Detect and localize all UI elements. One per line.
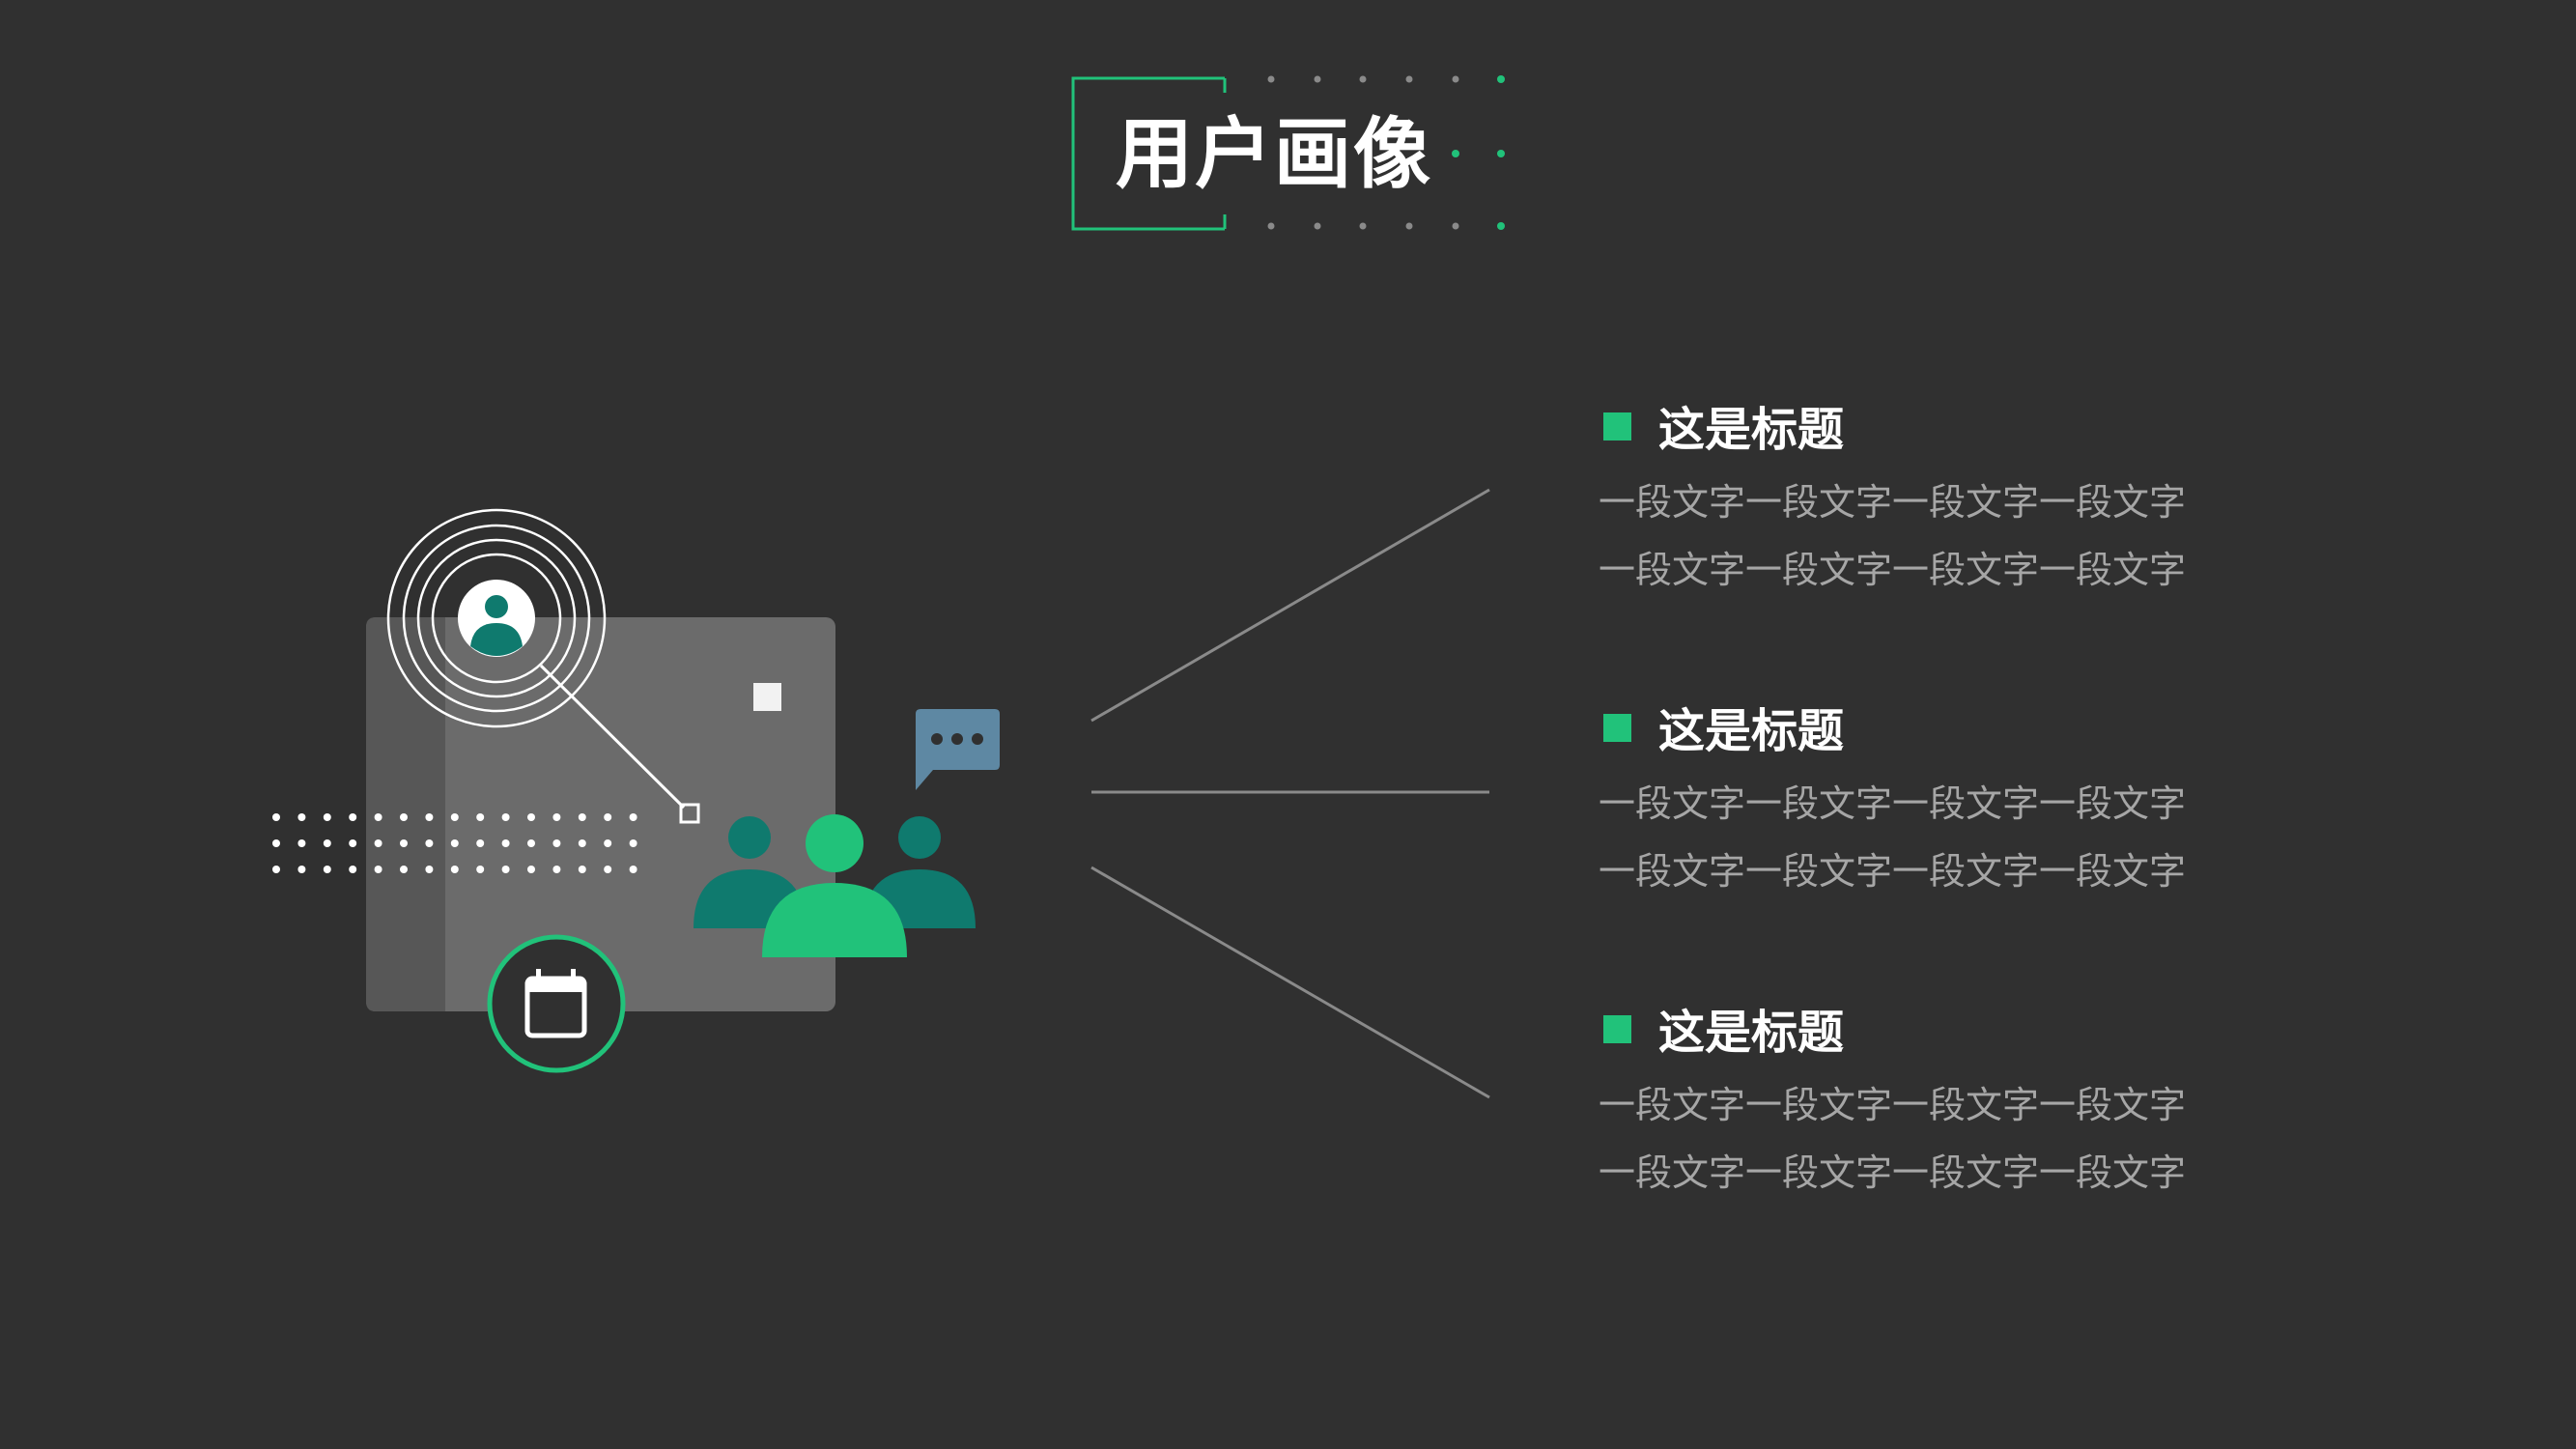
grid-dot xyxy=(400,839,408,847)
grid-dot xyxy=(297,839,306,847)
grid-dot xyxy=(578,813,586,821)
grid-dot xyxy=(501,839,510,847)
grid-dot xyxy=(578,839,586,847)
grid-dot xyxy=(527,813,535,821)
grid-dot xyxy=(400,813,408,821)
grid-dot xyxy=(425,813,434,821)
grid-dot xyxy=(323,866,331,873)
item-text-line: 一段文字一段文字一段文字一段文字 xyxy=(1599,1084,2187,1126)
grid-dot xyxy=(272,813,280,821)
grid-dot xyxy=(349,839,357,847)
grid-dot xyxy=(323,839,331,847)
calendar-icon xyxy=(487,934,626,1073)
grid-dot xyxy=(476,866,485,873)
grid-dot xyxy=(297,866,306,873)
user-profile-illustration xyxy=(272,508,1000,1073)
green-square-marker xyxy=(1603,412,1631,440)
item-text-line: 一段文字一段文字一段文字一段文字 xyxy=(1599,850,2187,893)
item-text-line: 一段文字一段文字一段文字一段文字 xyxy=(1599,782,2187,825)
grid-dot xyxy=(501,813,510,821)
grid-dot xyxy=(400,866,408,873)
grid-dot xyxy=(272,866,280,873)
grid-dot xyxy=(629,813,637,821)
grid-dot xyxy=(297,813,306,821)
grid-dot xyxy=(450,839,459,847)
title-dot-matrix xyxy=(1267,75,1505,230)
grid-dot xyxy=(552,839,561,847)
item-title: 这是标题 xyxy=(1658,704,1845,758)
item-title: 这是标题 xyxy=(1658,1006,1845,1060)
item-text-line: 一段文字一段文字一段文字一段文字 xyxy=(1599,481,2187,524)
grid-dot xyxy=(374,813,382,821)
grid-dot xyxy=(349,813,357,821)
grid-dot xyxy=(501,866,510,873)
info-item: 这是标题 一段文字一段文字一段文字一段文字 一段文字一段文字一段文字一段文字 xyxy=(1599,693,2371,905)
green-square-marker xyxy=(1603,1015,1631,1043)
connector-lines xyxy=(1090,488,1490,1099)
grid-dot xyxy=(604,813,612,821)
grid-dot xyxy=(629,866,637,873)
grid-dot xyxy=(476,813,485,821)
grid-dot xyxy=(578,866,586,873)
grid-dot xyxy=(374,839,382,847)
dot-grid-decoration xyxy=(272,813,637,873)
grid-dot xyxy=(450,866,459,873)
info-item: 这是标题 一段文字一段文字一段文字一段文字 一段文字一段文字一段文字一段文字 xyxy=(1599,994,2371,1207)
grid-dot xyxy=(527,839,535,847)
grid-dot xyxy=(552,866,561,873)
green-square-marker xyxy=(1603,714,1631,742)
grid-dot xyxy=(349,866,357,873)
item-text-line: 一段文字一段文字一段文字一段文字 xyxy=(1599,1151,2187,1194)
grid-dot xyxy=(604,839,612,847)
user-avatar-icon xyxy=(386,508,607,728)
grid-dot xyxy=(374,866,382,873)
grid-dot xyxy=(629,839,637,847)
item-text-line: 一段文字一段文字一段文字一段文字 xyxy=(1599,549,2187,591)
chat-bubble-icon xyxy=(916,709,1000,790)
grid-dot xyxy=(476,839,485,847)
grid-dot xyxy=(527,866,535,873)
title-decoration xyxy=(1071,75,1505,231)
user-group-icon xyxy=(694,814,976,957)
grid-dot xyxy=(425,866,434,873)
grid-dot xyxy=(323,813,331,821)
page-title: 用户画像 xyxy=(1116,109,1432,199)
item-title: 这是标题 xyxy=(1658,403,1845,457)
grid-dot xyxy=(552,813,561,821)
pointer-line xyxy=(539,664,700,824)
grid-dot xyxy=(604,866,612,873)
info-item: 这是标题 一段文字一段文字一段文字一段文字 一段文字一段文字一段文字一段文字 xyxy=(1599,391,2371,604)
grid-dot xyxy=(272,839,280,847)
grid-dot xyxy=(425,839,434,847)
grid-dot xyxy=(450,813,459,821)
